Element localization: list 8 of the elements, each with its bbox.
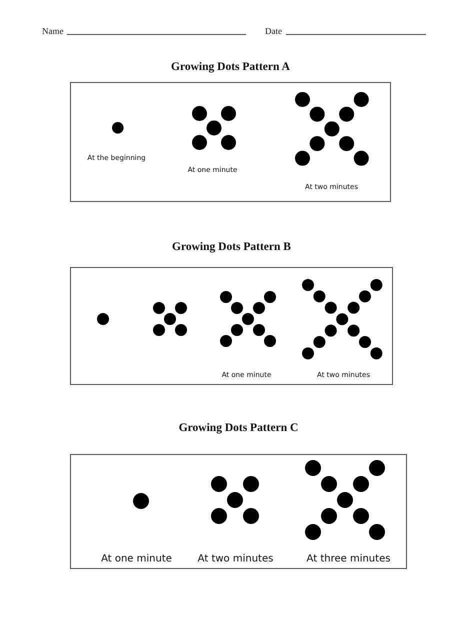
field-label: Date <box>265 26 282 37</box>
caption: At two minutes <box>198 552 274 564</box>
panel-heading: Growing Dots Pattern C <box>178 422 298 435</box>
caption: At one minute <box>101 552 172 564</box>
panel-heading: Growing Dots Pattern B <box>172 241 291 254</box>
caption: At three minutes <box>306 552 390 564</box>
panel-heading: Growing Dots Pattern A <box>171 61 290 74</box>
field-label: Name <box>42 26 64 37</box>
